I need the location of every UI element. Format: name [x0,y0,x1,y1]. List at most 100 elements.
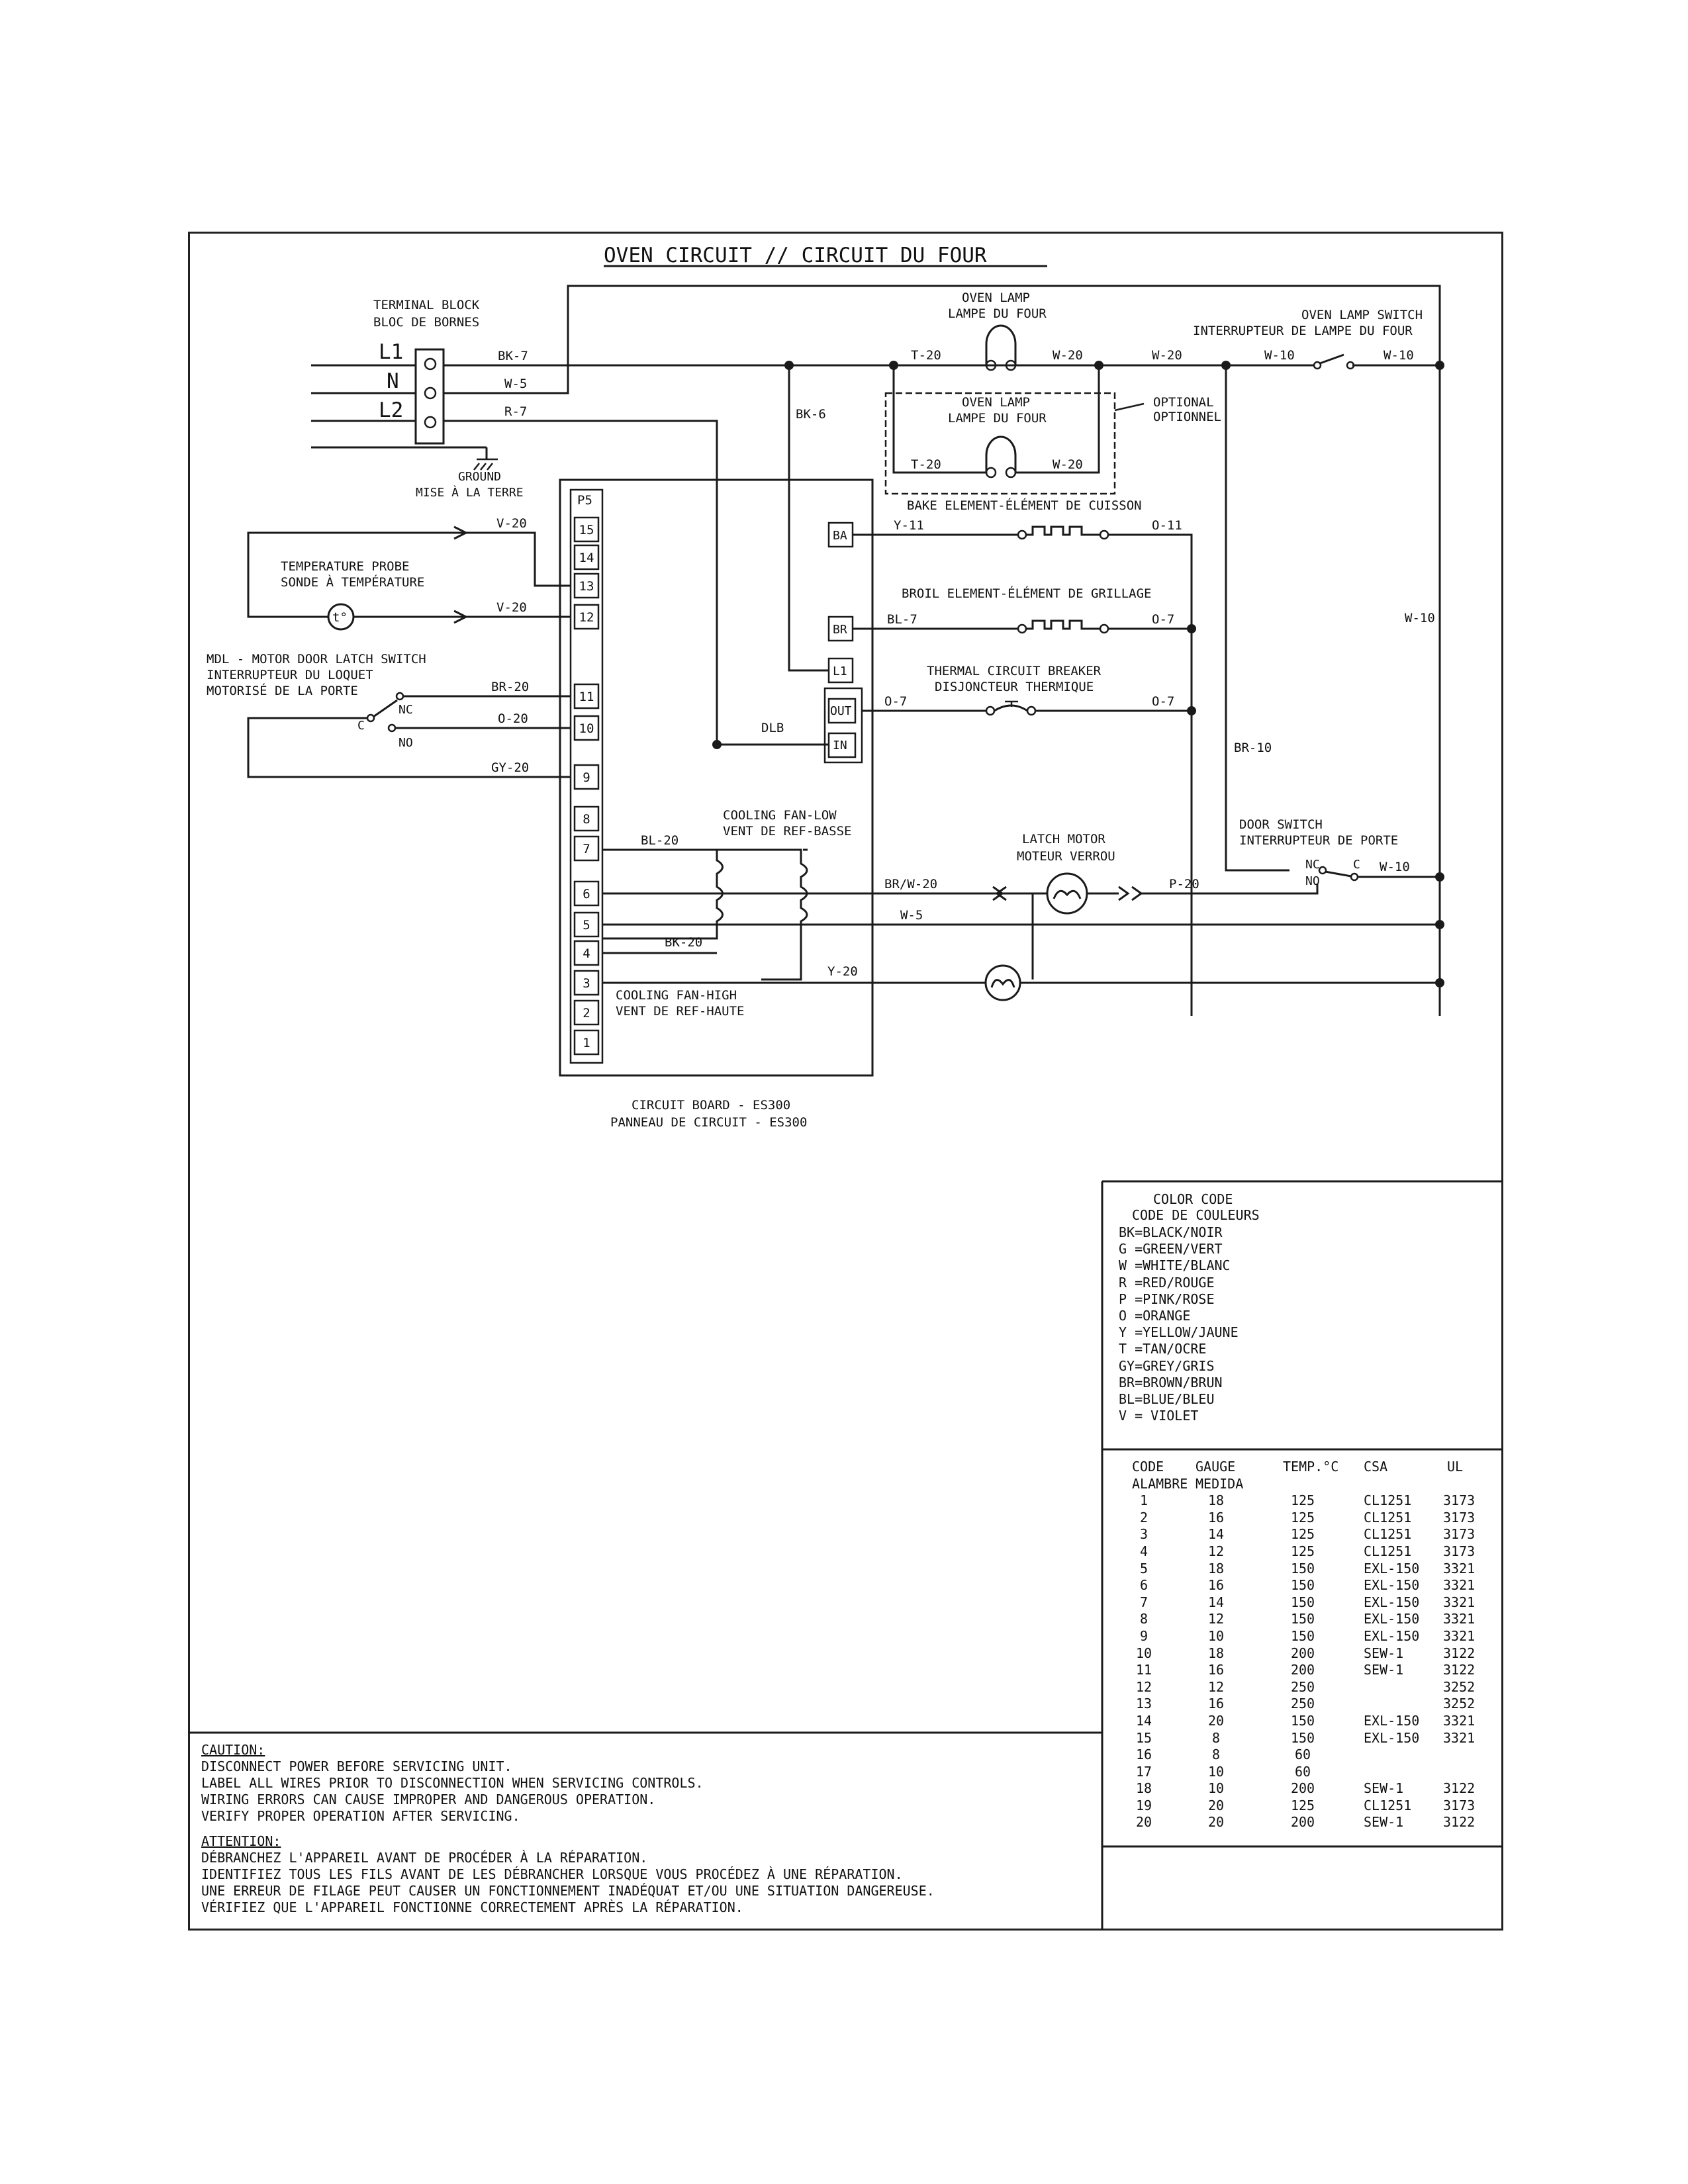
mdl-c-label: C [357,719,365,733]
gauge-table-cell: 3252 [1443,1678,1476,1695]
gauge-table-cell: 10 [1207,1780,1225,1797]
wire-bk7-label: BK-7 [498,349,528,363]
wire-dlb-label: DLB [761,721,784,735]
gauge-table-cell: EXL-150 [1364,1560,1420,1576]
gauge-table-cell: 14 [1207,1526,1225,1543]
gauge-table-cell: EXL-150 [1364,1712,1420,1729]
gauge-table-cell: 16 [1207,1509,1225,1525]
gauge-table-cell: 3122 [1443,1662,1476,1678]
terminal-l2-screw [424,416,437,429]
wire-t20-label: T-20 [911,348,941,363]
oven-lamp-label-en: OVEN LAMP [962,291,1030,305]
wire-gauge-table: CODE GAUGE TEMP.°C CSA UL ALAMBRE MEDIDA… [1132,1459,1493,1831]
fan-low-label-fr: VENT DE REF-BASSE [723,824,851,839]
p5-pin-label: 7 [583,842,590,856]
relay-l1-label: L1 [833,664,847,678]
ground-label-en: GROUND [458,470,501,484]
attention-line: VÉRIFIEZ QUE L'APPAREIL FONCTIONNE CORRE… [201,1899,743,1915]
gauge-table-cell: 12 [1207,1678,1225,1695]
p5-pin-label: 4 [583,946,590,961]
p5-pin-box [573,835,600,862]
color-code-entry: BL=BLUE/BLEU [1119,1391,1215,1408]
gauge-header-gauge: GAUGE [1196,1459,1236,1475]
p5-pin-label: 2 [583,1006,590,1021]
gauge-table-cell: 16 [1135,1747,1152,1763]
gauge-table-cell: 1 [1139,1492,1149,1509]
gauge-table-cell: 200 [1290,1814,1315,1831]
lamp-switch-contact [1319,353,1344,365]
gauge-table-cell: CL1251 [1364,1526,1412,1543]
gauge-table-cell: 14 [1207,1594,1225,1610]
optional-label-en: OPTIONAL [1153,395,1214,410]
door-nc-label: NC [1305,858,1320,872]
fan-low-label-en: COOLING FAN-LOW [723,808,837,823]
wire-o7-label-a: O-7 [1152,612,1174,627]
mdl-label-2: INTERRUPTEUR DU LOQUET [207,668,373,682]
wire-w20-label-2: W-20 [1152,348,1182,363]
temp-probe-circuit [247,531,571,618]
terminal-n-label: N [387,369,399,393]
fan-high-label-en: COOLING FAN-HIGH [616,988,737,1003]
relay-br-label: BR [833,623,847,637]
gauge-table-cell: 3173 [1443,1797,1476,1813]
p5-pin-label: 15 [579,523,594,537]
attention-lines: DÉBRANCHEZ L'APPAREIL AVANT DE PROCÉDER … [201,1850,935,1916]
gauge-table-cell [1356,1747,1436,1764]
wire-w10-door-label: W-10 [1380,860,1410,874]
circuit-board-label-en: CIRCUIT BOARD - ES300 [632,1098,790,1113]
bake-element [853,525,1193,1016]
gauge-table-cell: 13 [1135,1696,1152,1712]
wire-p20 [1141,884,1319,895]
wire-y20-label: Y-20 [827,964,858,979]
gauge-table-cell: 250 [1290,1696,1315,1712]
caution-line: WIRING ERRORS CAN CAUSE IMPROPER AND DAN… [201,1792,656,1807]
p5-pin-label: 1 [583,1036,590,1050]
gauge-table-cell: 3321 [1443,1729,1476,1746]
gauge-table-cell: 125 [1290,1543,1315,1559]
gauge-table-cell: SEW-1 [1364,1814,1404,1831]
mdl-label-1: MDL - MOTOR DOOR LATCH SWITCH [207,652,426,666]
p5-pin-label: 14 [579,551,594,565]
cooling-fan-motor [984,964,1021,1001]
ground-label-fr: MISE À LA TERRE [416,485,524,500]
wire-w10-label-a: W-10 [1264,348,1295,363]
wire-bk6-label: BK-6 [796,407,826,422]
gauge-table-cell [1436,1747,1493,1764]
relay-out-label: OUT [830,704,852,718]
relay-terminal-out [827,698,857,724]
gauge-table-cell: 150 [1290,1560,1315,1576]
caution-title: CAUTION: [201,1742,265,1758]
gauge-table-cell: 20 [1207,1712,1225,1729]
optional-label-fr: OPTIONNEL [1153,410,1221,424]
p5-pin-box [573,970,600,996]
gauge-table-cell: 125 [1290,1797,1315,1813]
color-code-entry: V = VIOLET [1119,1408,1199,1424]
gauge-table-cell: 125 [1290,1526,1315,1543]
wire-brw20 [801,886,1007,901]
gauge-table-cell: 150 [1290,1729,1315,1746]
oven-lamp-bulb [985,324,1017,365]
p5-pin-label: 9 [583,770,590,785]
wire-o7-label-b: O-7 [884,694,907,709]
wire-bl20-label: BL-20 [641,833,679,848]
gauge-table-cell: EXL-150 [1364,1594,1420,1610]
relay-terminal-l1 [827,657,854,684]
gauge-table-cell: 6 [1139,1577,1149,1594]
gauge-table-cell: 3321 [1443,1560,1476,1576]
color-code-entry: BR=BROWN/BRUN [1119,1374,1223,1390]
relay-out-in-housing [823,687,863,764]
gauge-table-cell: EXL-150 [1364,1611,1420,1627]
gauge-table-cell: 3173 [1443,1543,1476,1559]
p5-pin-label: 11 [579,690,594,704]
temp-probe-symbol [327,603,355,631]
mdl-label-3: MOTORISÉ DE LA PORTE [207,683,358,698]
